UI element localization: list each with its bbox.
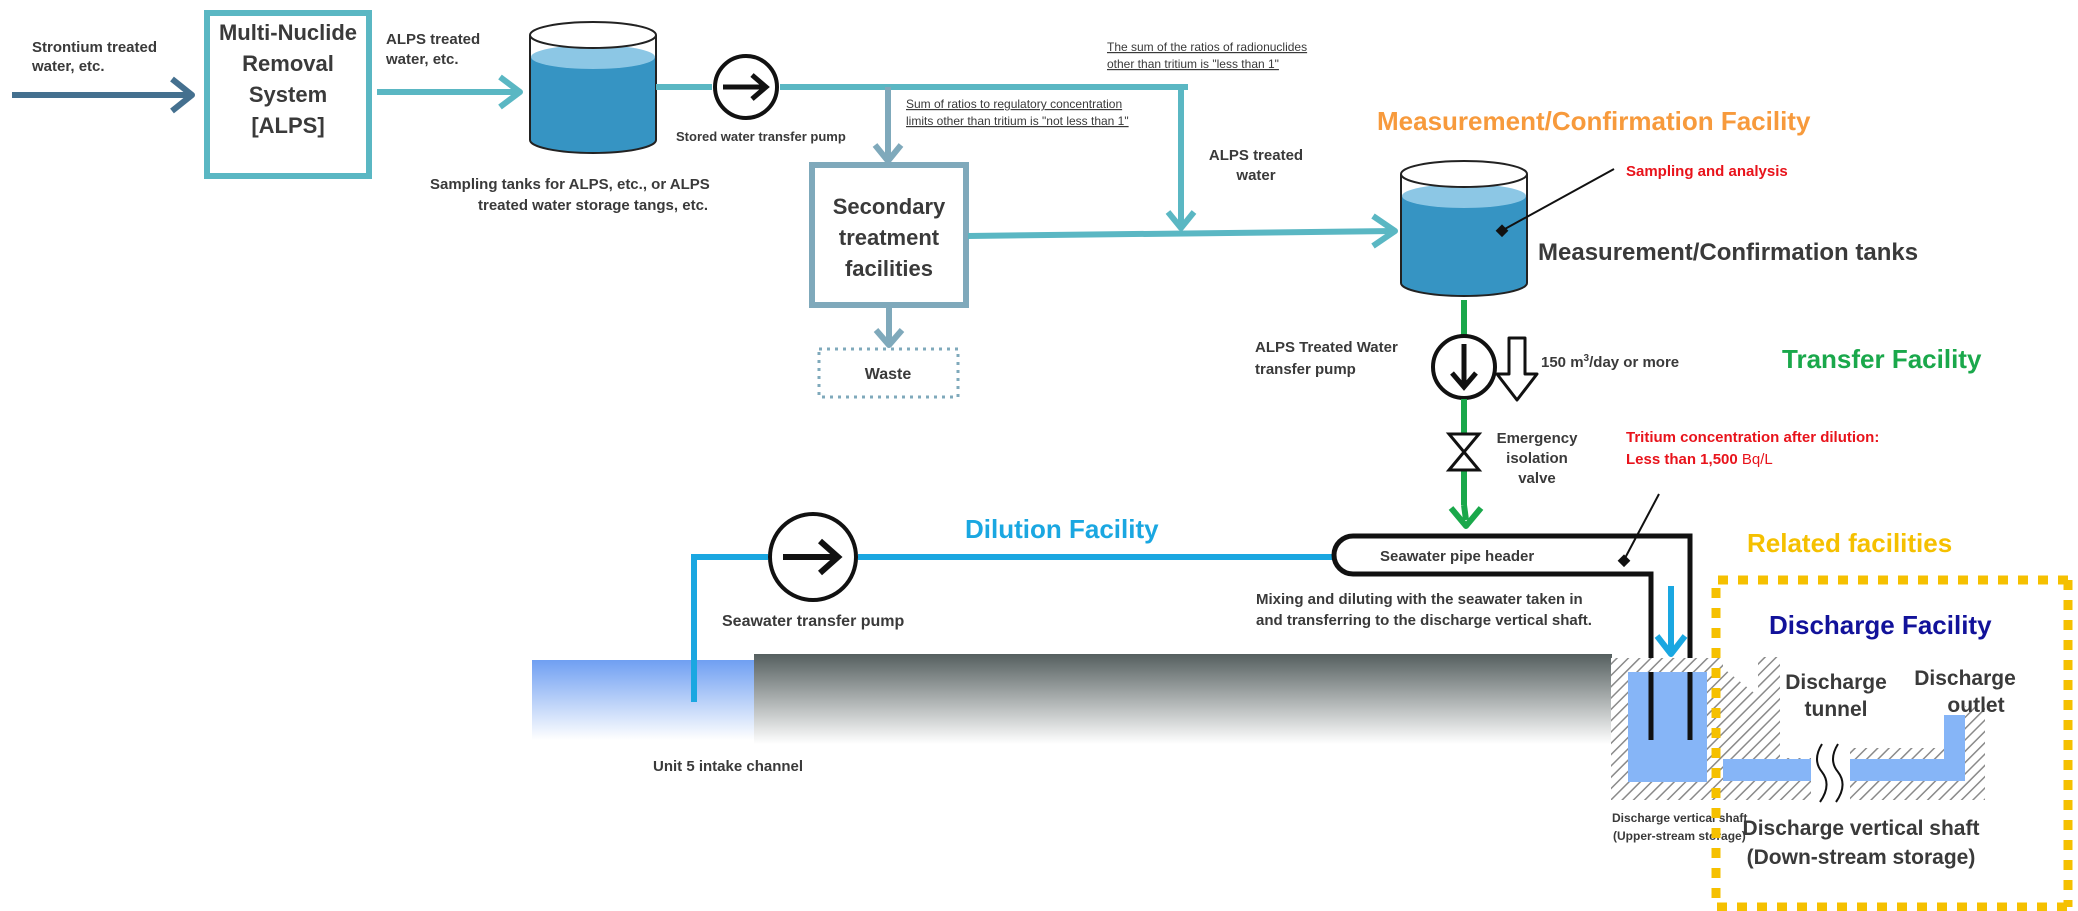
measurement-facility-title: Measurement/Confirmation Facility	[1377, 106, 1811, 136]
sampling-tanks-line1: Sampling tanks for ALPS, etc., or ALPS	[430, 176, 710, 193]
seawater-pipe-header	[1331, 533, 1693, 672]
flow-rate-sup: 3	[1584, 353, 1590, 364]
transfer-pump-line2: transfer pump	[1255, 361, 1356, 378]
tritium-note-line1: Tritium concentration after dilution:	[1626, 429, 1879, 446]
alps-out-line2: water, etc.	[385, 51, 459, 68]
secondary-line1: Secondary	[833, 194, 946, 219]
secondary-line3: facilities	[845, 256, 933, 281]
downstream-shaft-line1: Discharge vertical shaft	[1743, 817, 1980, 840]
upstream-shaft-line2: (Upper-stream storage)	[1613, 829, 1746, 843]
flow-rate-label: 150 m3/day or more	[1541, 353, 1679, 371]
direct-branch-arrow	[1165, 87, 1197, 231]
tritium-limit: Less than 1,500	[1626, 451, 1742, 468]
secondary-treatment-box	[809, 162, 969, 308]
alps-treated-water-line2: water	[1235, 167, 1275, 184]
intake-channel-water	[532, 660, 754, 740]
tritium-point-marker	[1617, 554, 1631, 568]
waste-label: Waste	[865, 366, 912, 383]
valve-label-line1: Emergency	[1497, 430, 1579, 447]
transfer-facility-title: Transfer Facility	[1782, 344, 1982, 374]
tritium-unit: Bq/L	[1742, 451, 1773, 468]
sampling-tank-icon	[529, 21, 657, 154]
alps-to-tank-arrow	[377, 74, 523, 110]
to-measurement-arrow	[967, 213, 1398, 249]
discharge-facility-title: Discharge Facility	[1769, 610, 1992, 640]
stored-pump-label: Stored water transfer pump	[676, 129, 846, 144]
alps-label-line4: [ALPS]	[251, 113, 324, 138]
sampling-leader-line	[1502, 168, 1615, 231]
alps-label-line2: Removal	[242, 51, 334, 76]
secondary-line2: treatment	[839, 225, 940, 250]
dilution-facility-title: Dilution Facility	[965, 514, 1159, 544]
pipe-header-label: Seawater pipe header	[1380, 548, 1534, 565]
alps-treated-water-line1: ALPS treated	[1209, 147, 1303, 164]
discharge-outlet-line1: Discharge	[1914, 667, 2016, 690]
sampling-tanks-line2: treated water storage tangs, etc.	[478, 197, 708, 214]
flow-rate-suffix: /day or more	[1589, 354, 1679, 371]
valve-label-line3: valve	[1518, 470, 1556, 487]
tritium-leader-line	[1623, 493, 1660, 561]
tritium-note-line2: Less than 1,500 Bq/L	[1626, 451, 1773, 468]
downstream-shaft-line2: (Down-stream storage)	[1747, 846, 1976, 869]
alps-label-line3: System	[249, 82, 327, 107]
discharge-tunnel-graphic	[1723, 657, 1985, 803]
alps-box	[204, 10, 372, 179]
branch-to-secondary-arrow	[872, 87, 904, 164]
note-not-less-line1: Sum of ratios to regulatory concentratio…	[906, 97, 1122, 111]
valve-label-line2: isolation	[1506, 450, 1568, 467]
seawater-transfer-pump-icon	[768, 512, 858, 602]
secondary-to-waste-arrow	[873, 308, 905, 348]
transfer-arrow-head	[1448, 506, 1484, 529]
alps-transfer-pump-icon	[1431, 334, 1497, 400]
note-less-than-1-line1: The sum of the ratios of radionuclides	[1107, 40, 1307, 54]
transfer-line-end	[1461, 504, 1469, 521]
seawater-pump-label: Seawater transfer pump	[722, 613, 905, 630]
discharge-outlet-line2: outlet	[1947, 694, 2004, 717]
discharge-tunnel-line2: tunnel	[1805, 698, 1868, 721]
alps-out-line1: ALPS treated	[386, 31, 480, 48]
strontium-label-line2: water, etc.	[31, 58, 105, 75]
measurement-tanks-label: Measurement/Confirmation tanks	[1538, 239, 1918, 266]
transfer-pump-line1: ALPS Treated Water	[1255, 339, 1398, 356]
mixing-note-line2: and transferring to the discharge vertic…	[1256, 612, 1592, 629]
strontium-inflow-arrow	[12, 76, 195, 114]
flow-rate-prefix: 150 m	[1541, 354, 1584, 371]
note-not-less-line2: limits other than tritium is "not less t…	[906, 114, 1129, 128]
stored-water-pump-icon	[713, 54, 779, 120]
seawater-intake-pipe	[691, 554, 768, 702]
alps-label-line1: Multi-Nuclide	[219, 20, 357, 45]
mixing-flow-arrow	[1654, 586, 1688, 657]
sampling-analysis-label: Sampling and analysis	[1626, 163, 1788, 180]
upstream-shaft-line1: Discharge vertical shaft	[1612, 811, 1747, 825]
note-less-than-1-line2: other than tritium is "less than 1"	[1107, 57, 1279, 71]
upstream-shaft	[1611, 658, 1723, 800]
ground-surface	[754, 654, 1612, 744]
waste-box	[817, 347, 960, 399]
intake-channel-label: Unit 5 intake channel	[653, 758, 803, 775]
flow-rate-arrow-icon	[1495, 336, 1539, 402]
measurement-tank-icon	[1400, 160, 1528, 297]
related-facilities-title: Related facilities	[1747, 528, 1952, 558]
discharge-tunnel-line1: Discharge	[1785, 671, 1887, 694]
strontium-label-line1: Strontium treated	[32, 39, 157, 56]
mixing-note-line1: Mixing and diluting with the seawater ta…	[1256, 591, 1583, 608]
emergency-isolation-valve-icon	[1445, 432, 1483, 472]
